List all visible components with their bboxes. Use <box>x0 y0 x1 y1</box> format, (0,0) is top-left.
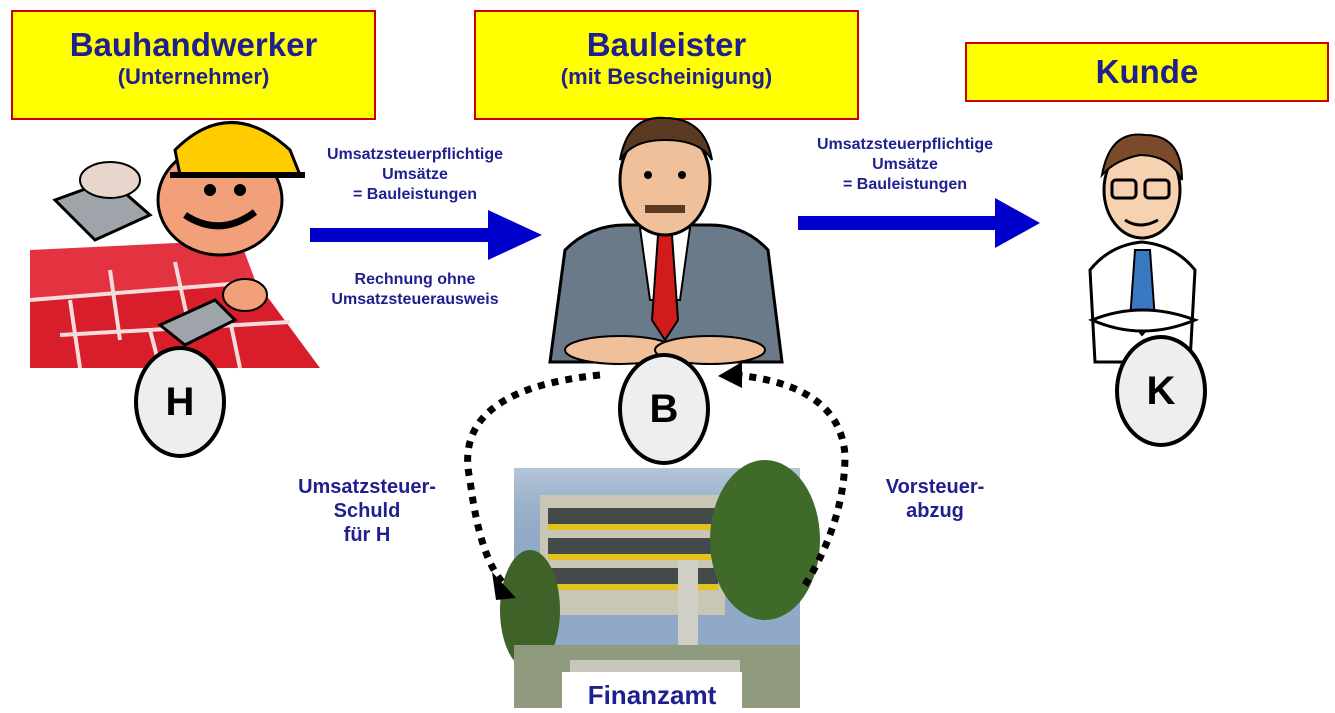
box-bauhandwerker-subtitle: (Unternehmer) <box>117 64 270 89</box>
circle-h: H <box>134 346 226 458</box>
label-h-to-b-bottom: Rechnung ohne Umsatzsteuerausweis <box>331 271 499 308</box>
finanzamt-photo <box>500 460 820 713</box>
dotted-arrow-right <box>718 362 849 587</box>
bricklayer-illustration <box>29 121 320 369</box>
label-b-to-k-top: Umsatzsteuerpflichtige Umsätze = Bauleis… <box>816 136 994 193</box>
box-bauleister-subtitle: (mit Bescheinigung) <box>560 64 773 89</box>
label-umsatzsteuer-schuld: Umsatzsteuer- Schuld für H <box>298 476 436 546</box>
box-kunde-title: Kunde <box>1095 53 1199 90</box>
customer-illustration <box>1088 133 1200 364</box>
box-bauhandwerker: Bauhandwerker (Unternehmer) <box>11 10 376 120</box>
businessman-illustration <box>548 116 784 365</box>
box-bauleister-title: Bauleister <box>586 26 747 63</box>
finanzamt-caption: Finanzamt <box>587 680 717 710</box>
circle-k: K <box>1115 335 1207 447</box>
label-h-to-b-top: Umsatzsteuerpflichtige Umsätze = Bauleis… <box>326 146 504 203</box>
label-vorsteuerabzug: Vorsteuer- abzug <box>885 476 985 522</box>
box-bauleister: Bauleister (mit Bescheinigung) <box>474 10 859 120</box>
box-kunde: Kunde <box>965 42 1329 102</box>
arrow-b-to-k <box>798 198 1040 248</box>
circle-b: B <box>618 353 710 465</box>
dotted-arrow-left <box>464 371 601 600</box>
box-bauhandwerker-title: Bauhandwerker <box>69 26 318 63</box>
arrow-h-to-b <box>310 210 542 260</box>
